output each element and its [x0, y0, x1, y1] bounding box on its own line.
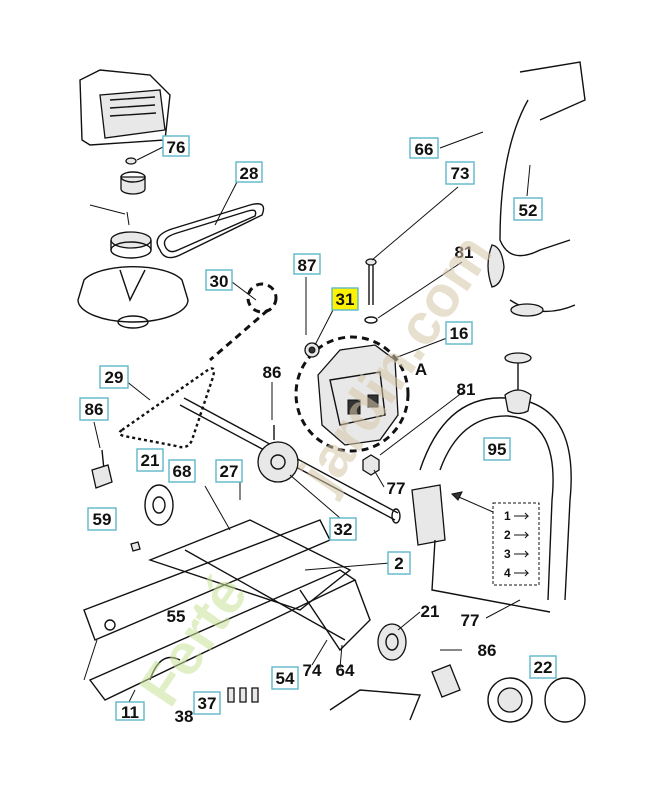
svg-text:66: 66 — [415, 140, 434, 159]
callout-54: 54 — [271, 666, 299, 690]
callout-73: 73 — [445, 161, 475, 185]
svg-text:76: 76 — [167, 138, 186, 157]
callout-64: 64 — [336, 661, 355, 680]
svg-text:68: 68 — [173, 462, 192, 481]
parts-artwork — [77, 61, 586, 723]
svg-text:87: 87 — [298, 256, 317, 275]
svg-text:52: 52 — [519, 201, 538, 220]
svg-text:28: 28 — [240, 164, 259, 183]
sequence-legend: 1 2 3 4 — [450, 491, 540, 586]
svg-text:77: 77 — [387, 479, 406, 498]
callout-68: 68 — [168, 459, 196, 483]
callout-76: 76 — [162, 135, 190, 157]
svg-text:21: 21 — [141, 451, 160, 470]
svg-text:81: 81 — [455, 243, 474, 262]
callout-87: 87 — [293, 253, 321, 275]
svg-text:86: 86 — [85, 400, 104, 419]
svg-text:74: 74 — [303, 661, 322, 680]
sequence-4: 4 — [504, 566, 511, 580]
sequence-3: 3 — [504, 547, 511, 561]
callout-38: 38 — [175, 707, 194, 726]
svg-text:95: 95 — [488, 440, 507, 459]
svg-text:59: 59 — [93, 510, 112, 529]
callout-32: 32 — [329, 517, 357, 541]
callout-21-right: 21 — [421, 602, 440, 621]
callout-22: 22 — [529, 655, 557, 679]
callout-86-bottom: 86 — [478, 641, 497, 660]
callout-86-left: 86 — [79, 397, 109, 421]
callout-59: 59 — [87, 507, 117, 531]
callout-52: 52 — [513, 197, 543, 221]
callout-29: 29 — [99, 365, 129, 389]
svg-text:16: 16 — [450, 324, 469, 343]
callout-86-center: 86 — [263, 363, 282, 382]
svg-text:73: 73 — [451, 164, 470, 183]
callout-81-right: 81 — [457, 380, 476, 399]
view-letter-a: A — [415, 360, 427, 379]
callout-74: 74 — [303, 661, 322, 680]
svg-text:31: 31 — [336, 290, 355, 309]
svg-text:37: 37 — [198, 694, 217, 713]
callout-2: 2 — [387, 551, 411, 575]
leader-lines — [83, 131, 531, 709]
svg-text:22: 22 — [534, 658, 553, 677]
svg-text:32: 32 — [334, 520, 353, 539]
callout-28: 28 — [235, 161, 263, 183]
svg-text:21: 21 — [421, 602, 440, 621]
svg-text:86: 86 — [263, 363, 282, 382]
svg-text:38: 38 — [175, 707, 194, 726]
callout-77-center: 77 — [387, 479, 406, 498]
svg-text:64: 64 — [336, 661, 355, 680]
callout-55: 55 — [167, 607, 186, 626]
callouts: 76 28 30 87 31 66 73 52 81 16 29 86 86 2… — [79, 135, 557, 726]
callout-27: 27 — [215, 459, 243, 483]
callout-81-top: 81 — [455, 243, 474, 262]
sequence-1: 1 — [504, 509, 511, 523]
callout-11: 11 — [115, 701, 145, 722]
svg-text:27: 27 — [220, 462, 239, 481]
svg-text:77: 77 — [461, 611, 480, 630]
sequence-2: 2 — [504, 528, 511, 542]
svg-text:11: 11 — [121, 703, 139, 722]
callout-21-left: 21 — [136, 448, 164, 472]
callout-30: 30 — [205, 269, 233, 291]
callout-95: 95 — [483, 437, 511, 461]
svg-text:29: 29 — [105, 368, 124, 387]
svg-text:2: 2 — [394, 554, 403, 573]
svg-text:55: 55 — [167, 607, 186, 626]
callout-31-highlighted: 31 — [331, 287, 359, 311]
callout-77-right: 77 — [461, 611, 480, 630]
svg-text:54: 54 — [276, 669, 295, 688]
svg-text:81: 81 — [457, 380, 476, 399]
svg-text:30: 30 — [210, 272, 229, 291]
callout-66: 66 — [409, 137, 439, 159]
callout-37: 37 — [193, 691, 221, 715]
svg-text:86: 86 — [478, 641, 497, 660]
callout-16: 16 — [445, 321, 473, 345]
